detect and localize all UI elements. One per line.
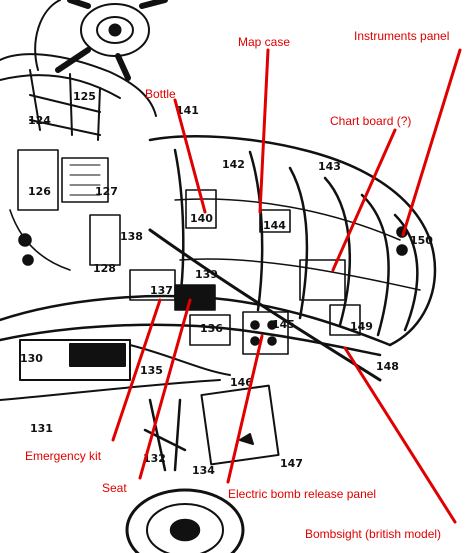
- callout-leaders: [111, 48, 462, 524]
- leader-emergency-kit: [111, 298, 162, 442]
- callout-emergency-kit: Emergency kit: [25, 449, 102, 463]
- callout-chart-board: Chart board (?): [330, 114, 411, 128]
- leader-map-case: [258, 48, 270, 214]
- part-number: 130: [20, 352, 43, 365]
- callout-electric-bomb-release-panel: Electric bomb release panel: [228, 487, 376, 501]
- leader-bombsight: [343, 346, 457, 524]
- leader-bomb-release-panel: [226, 334, 264, 484]
- part-number: 146: [230, 376, 253, 389]
- part-number: 128: [93, 262, 116, 275]
- callout-texts: Map case Instruments panel Bottle Chart …: [25, 29, 449, 541]
- part-number: 134: [192, 464, 215, 477]
- leader-chart-board: [331, 128, 397, 272]
- part-number: 148: [376, 360, 399, 373]
- leader-instruments-panel: [401, 48, 462, 237]
- landing-gear: [125, 398, 245, 553]
- part-number: 140: [190, 212, 213, 225]
- aircraft-cutaway-drawing: [0, 0, 437, 553]
- part-number: 143: [318, 160, 341, 173]
- leader-bottle: [173, 98, 207, 214]
- part-number: 131: [30, 422, 53, 435]
- part-number: 137: [150, 284, 173, 297]
- propeller-hub: [34, 0, 168, 81]
- part-number: 136: [200, 322, 223, 335]
- nose-outline: [0, 135, 437, 357]
- callout-map-case: Map case: [238, 35, 290, 49]
- part-number: 144: [263, 219, 286, 232]
- part-number: 139: [195, 268, 218, 281]
- callout-instruments-panel: Instruments panel: [354, 29, 449, 43]
- part-number: 127: [95, 185, 118, 198]
- part-number: 126: [28, 185, 51, 198]
- interior-boxes: [129, 189, 408, 355]
- leader-seat: [138, 298, 192, 480]
- upper-canopy: [0, 53, 157, 141]
- part-number: 132: [143, 452, 166, 465]
- callout-seat: Seat: [102, 481, 127, 495]
- canopy-frames: [173, 148, 421, 337]
- part-number: 145: [272, 318, 295, 331]
- lower-fuselage: [0, 339, 280, 466]
- callout-bombsight: Bombsight (british model): [305, 527, 441, 541]
- interior-strut: [148, 228, 382, 382]
- part-number: 125: [73, 90, 96, 103]
- part-number: 124: [28, 114, 51, 127]
- part-number: 138: [120, 230, 143, 243]
- part-number-labels: 125 124 126 127 128 138 141 142 143 140 …: [20, 90, 433, 477]
- part-number: 147: [280, 457, 303, 470]
- pilot-area-equipment: [9, 149, 121, 271]
- part-number: 142: [222, 158, 245, 171]
- part-number: 149: [350, 320, 373, 333]
- part-number: 141: [176, 104, 199, 117]
- part-number: 150: [410, 234, 433, 247]
- callout-bottle: Bottle: [145, 87, 176, 101]
- part-number: 135: [140, 364, 163, 377]
